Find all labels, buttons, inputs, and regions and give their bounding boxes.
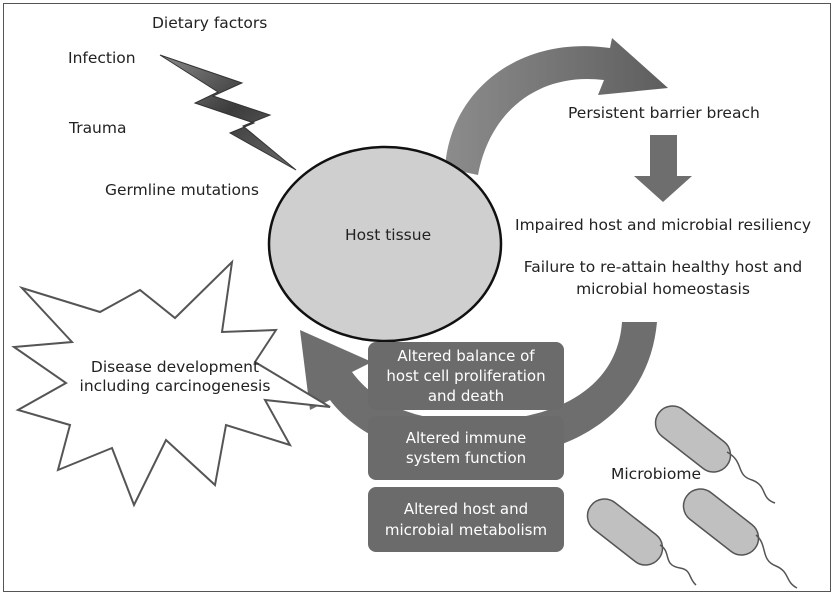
diagram-frame xyxy=(3,3,831,592)
bacterium-2 xyxy=(586,498,697,586)
box-immune-line-1: Altered immune xyxy=(405,428,527,447)
label-persistent-barrier-breach: Persistent barrier breach xyxy=(568,104,760,122)
down-arrow xyxy=(634,135,692,202)
box-immune: Altered immune system function xyxy=(368,416,564,480)
disease-explosion-shape xyxy=(11,259,331,508)
box-metabolism-line-1: Altered host and xyxy=(403,500,529,519)
disease-line-1: Disease development xyxy=(90,358,260,376)
host-tissue-label: Host tissue xyxy=(345,226,432,244)
host-tissue-circle xyxy=(267,145,503,343)
label-disease-development: Disease development including carcinogen… xyxy=(60,358,290,395)
label-microbiome: Microbiome xyxy=(611,465,701,483)
label-impaired-resiliency: Impaired host and microbial resiliency xyxy=(515,216,812,234)
label-trauma: Trauma xyxy=(69,119,127,137)
failure-line-1: Failure to re-attain healthy host and xyxy=(523,258,803,276)
label-germline-mutations: Germline mutations xyxy=(105,181,259,199)
box-proliferation-line-1: Altered balance of xyxy=(397,346,535,365)
box-proliferation-line-2: host cell proliferation xyxy=(386,366,546,385)
label-dietary-factors: Dietary factors xyxy=(152,14,268,32)
box-immune-line-2: system function xyxy=(405,449,527,467)
box-proliferation-line-3: and death xyxy=(427,387,505,406)
label-infection: Infection xyxy=(68,49,136,67)
label-failure-homeostasis: Failure to re-attain healthy host and mi… xyxy=(523,258,803,298)
bacterium-3 xyxy=(682,488,798,589)
bacterium-1 xyxy=(654,405,776,504)
lightning-bolt-icon xyxy=(159,54,297,171)
box-metabolism-line-2: microbial metabolism xyxy=(384,520,548,539)
box-proliferation: Altered balance of host cell proliferati… xyxy=(368,342,564,410)
box-metabolism: Altered host and microbial metabolism xyxy=(368,487,564,552)
failure-line-2: microbial homeostasis xyxy=(576,279,750,298)
curved-arrow-top xyxy=(445,38,668,175)
disease-line-2: including carcinogenesis xyxy=(79,376,271,395)
